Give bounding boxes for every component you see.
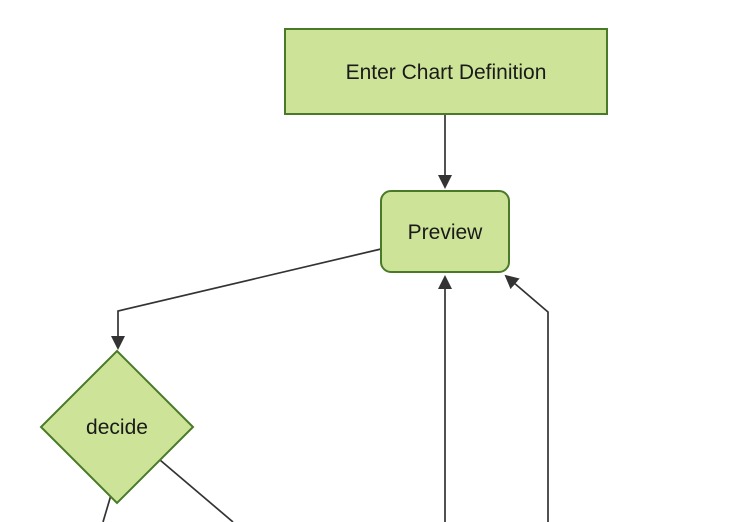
edge-decide-to-offscreen-left <box>102 494 112 522</box>
node-decide-label: decide <box>86 416 148 439</box>
node-preview: Preview <box>380 190 510 273</box>
node-preview-shape <box>380 190 510 273</box>
node-decide: decide <box>39 349 195 505</box>
node-enter-chart-definition-shape <box>284 28 608 115</box>
node-decide-shape <box>39 349 195 505</box>
node-preview-label: Preview <box>408 221 484 244</box>
edge-preview-to-decide <box>111 248 382 350</box>
node-enter-chart-definition: Enter Chart Definition <box>284 28 608 115</box>
node-enter-chart-definition-label: Enter Chart Definition <box>346 61 547 84</box>
edge-offscreen-right-to-preview <box>504 274 549 522</box>
edge-decide-to-offscreen-right <box>159 459 234 522</box>
